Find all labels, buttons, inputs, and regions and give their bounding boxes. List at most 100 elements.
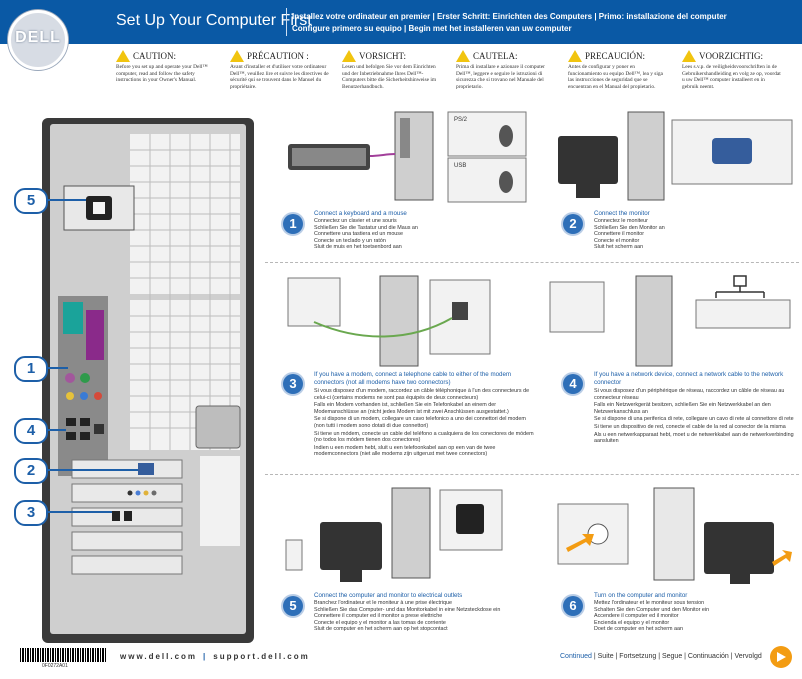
step1-illustration — [288, 111, 527, 203]
step5-number: 5 — [283, 596, 303, 616]
modem-port — [124, 511, 132, 521]
warning-icon — [342, 50, 356, 62]
usb-callout — [447, 157, 527, 203]
caution-title: VOORZICHTIG: — [699, 51, 763, 61]
logo-text: DELL — [15, 29, 61, 46]
step5-heading: Connect the computer and monitor to elec… — [314, 592, 463, 599]
phone-jack-icon — [452, 302, 468, 320]
label-monitor: 2 — [14, 458, 48, 484]
step5-text: Branchez l'ordinateur et le moniteur à u… — [314, 600, 501, 633]
dell-logo: DELL — [8, 10, 68, 70]
caution-text: Lesen und befolgen Sie vor dem Einrichte… — [342, 64, 437, 90]
outlet-image — [285, 539, 303, 571]
tower-image — [635, 275, 673, 367]
next-page-arrow-icon[interactable] — [770, 646, 792, 668]
cover-latch — [195, 405, 241, 449]
page-subtitle-line2: Configure primero su equipo | Begin met … — [292, 24, 572, 33]
audio-port — [66, 392, 74, 400]
step4-heading: If you have a network device, connect a … — [594, 371, 784, 386]
usb-port — [66, 418, 76, 426]
step6-heading: Turn on the computer and monitor — [594, 592, 688, 599]
step2-illustration — [558, 111, 793, 201]
mouse-ps2-port — [80, 373, 90, 383]
mic-port — [94, 392, 102, 400]
dell-url-link[interactable]: www.dell.com — [120, 652, 198, 661]
warning-icon — [230, 50, 244, 62]
tower-image — [391, 487, 431, 579]
arrow-icon — [772, 550, 792, 566]
warning-icon — [682, 50, 696, 62]
caution-row: CAUTION:Before you set up and operate yo… — [112, 49, 802, 99]
video-port — [138, 463, 154, 475]
ps2-label: PS/2 — [454, 117, 468, 123]
usb-port — [80, 418, 90, 426]
step3-number: 3 — [283, 374, 303, 394]
step6-number: 6 — [563, 596, 583, 616]
step1-heading: Connect a keyboard and a mouse — [314, 210, 407, 217]
header-banner: Set Up Your Computer First Installez vot… — [0, 0, 802, 44]
barcode-number: 0F0272A01 — [42, 663, 68, 669]
step3-illustration — [287, 275, 491, 367]
warning-icon — [456, 50, 470, 62]
power-connector-socket — [93, 202, 105, 214]
usb-port — [66, 432, 76, 440]
continued-translations: | Suite | Fortsetzung | Segue | Continua… — [593, 653, 762, 660]
power-callout — [439, 489, 503, 551]
computer-back-illustration — [42, 118, 254, 643]
caution-title: CAUTION: — [133, 51, 176, 61]
barcode-image — [20, 648, 106, 662]
step2-heading: Connect the monitor — [594, 210, 650, 217]
title-separator — [286, 8, 287, 36]
continued-label: Continued — [560, 653, 592, 660]
caution-title: VORSICHT: — [359, 51, 407, 61]
step4-illustration — [549, 275, 791, 367]
network-icon — [715, 275, 765, 298]
network-callout — [549, 281, 605, 333]
mouse-image — [499, 125, 513, 147]
caution-text: Antes de configurar y poner en funcionam… — [568, 64, 663, 90]
monitor-image — [558, 136, 618, 184]
step3-heading: If you have a modem, connect a telephone… — [314, 371, 512, 386]
parallel-port — [86, 310, 104, 360]
label-power-connector: 5 — [14, 188, 48, 214]
monitor-image — [320, 522, 382, 570]
caution-title: CAUTELA: — [473, 51, 518, 61]
tower-image — [653, 487, 695, 581]
step2-number: 2 — [563, 214, 583, 234]
arrow-icon — [566, 534, 594, 552]
step4-number: 4 — [563, 374, 583, 394]
page-title: Set Up Your Computer First — [116, 12, 312, 29]
step6-illustration — [557, 487, 792, 584]
ps2-callout — [447, 111, 527, 157]
step1-number: 1 — [283, 214, 303, 234]
monitor-image — [704, 522, 774, 574]
mouse-image — [499, 171, 513, 193]
caution-text: Prima di installare e azionare il comput… — [456, 64, 545, 90]
caution-text: Lees s.v.p. de veiligheidsvoorschriften … — [682, 64, 781, 90]
keyboard-ps2-port — [65, 373, 75, 383]
footer-urls: www.dell.com|support.dell.com — [120, 652, 310, 661]
modem-callout — [287, 277, 341, 327]
vga-connector-image — [712, 138, 752, 164]
serial-port — [63, 302, 83, 334]
caution-text: Avant d'installer et d'utiliser votre or… — [230, 64, 329, 90]
expansion-slot — [71, 555, 183, 575]
usb-port — [80, 432, 90, 440]
label-modem: 3 — [14, 500, 48, 526]
section-divider — [265, 262, 799, 263]
pointer-lines — [44, 199, 138, 513]
support-url-link[interactable]: support.dell.com — [213, 652, 310, 661]
power-plug-image — [456, 504, 484, 534]
tower-image — [379, 275, 419, 367]
step6-text: Mettez l'ordinateur et le moniteur sous … — [594, 600, 710, 633]
warning-icon — [568, 50, 582, 62]
line-in-port — [80, 392, 88, 400]
warning-icon — [116, 50, 130, 62]
modem-port — [112, 511, 120, 521]
vent-lines — [130, 134, 240, 450]
usb-label: USB — [454, 163, 467, 169]
continued-text: Continued | Suite | Fortsetzung | Segue … — [560, 653, 762, 660]
network-device-image — [695, 299, 791, 329]
caution-title: PRÉCAUTION : — [247, 51, 309, 61]
